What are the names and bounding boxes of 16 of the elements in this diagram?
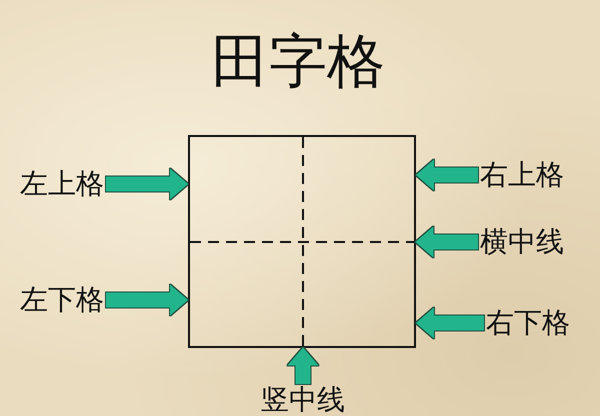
- part-label: 竖中线: [261, 386, 345, 414]
- block-arrow: [416, 226, 478, 258]
- part-label: 左上格: [20, 170, 104, 198]
- block-arrow: [416, 160, 478, 190]
- block-arrow: [416, 308, 484, 338]
- block-arrow: [288, 348, 318, 384]
- part-label: 左下格: [20, 286, 104, 314]
- grid-square: [188, 135, 416, 348]
- block-arrow: [106, 168, 188, 200]
- dashed-line: [300, 134, 304, 348]
- part-label: 横中线: [480, 228, 564, 256]
- block-arrow: [106, 284, 188, 316]
- dashed-line: [188, 240, 416, 244]
- part-label: 右上格: [480, 161, 564, 189]
- part-label: 右下格: [486, 309, 570, 337]
- title: 田字格: [211, 32, 385, 90]
